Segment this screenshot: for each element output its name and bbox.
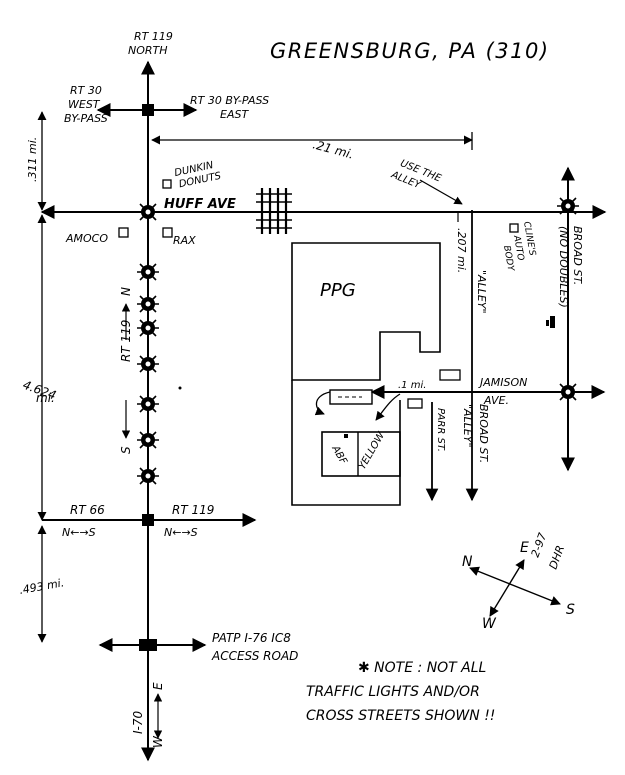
- svg-text:RT 119: RT 119: [119, 320, 133, 362]
- abf-door: [344, 434, 348, 438]
- huff-ave-label: HUFF AVE: [164, 197, 236, 212]
- rt30-east-label: RT 30 BY-PASS EAST: [190, 94, 269, 121]
- patp-signal: [139, 639, 157, 651]
- clines-auto-body-marker: [509, 223, 519, 233]
- svg-text:ACCESS ROAD: ACCESS ROAD: [211, 649, 298, 663]
- traffic-light-huff: [136, 200, 160, 224]
- svg-text:(NO DOUBLES): (NO DOUBLES): [557, 226, 570, 308]
- svg-text:"ALLEY": "ALLEY": [461, 404, 474, 448]
- svg-text:RT 119: RT 119: [134, 30, 173, 43]
- lot-entry-arrow-2: [375, 393, 401, 421]
- building-sketch-icon: [546, 316, 555, 328]
- rax-label: RAX: [173, 234, 196, 247]
- compass-rose: N E S W 2-97 DHR: [462, 531, 575, 632]
- traffic-light-4: [136, 352, 160, 376]
- svg-text:EAST: EAST: [220, 108, 249, 121]
- svg-text:BODY: BODY: [501, 245, 516, 274]
- lot-entry-arrow-1: [314, 391, 331, 416]
- broad-st-alley-label: BROAD ST. "ALLEY": [461, 404, 490, 463]
- traffic-light-5: [136, 392, 160, 416]
- rt66-signal: [142, 514, 154, 526]
- svg-text:RT 30 BY-PASS: RT 30 BY-PASS: [190, 94, 269, 107]
- rt119-direction: N←→S: [164, 526, 198, 539]
- compass-n: N: [462, 554, 473, 570]
- svg-text:.207 mi.: .207 mi.: [455, 228, 468, 273]
- svg-text:S: S: [119, 446, 133, 454]
- small-building-3: [407, 398, 423, 409]
- svg-text:BROAD ST.: BROAD ST.: [477, 404, 490, 463]
- traffic-light-2: [136, 292, 160, 316]
- ppg-label: PPG: [320, 280, 356, 301]
- small-building-1: [329, 389, 373, 405]
- compass-e: E: [520, 540, 529, 556]
- svg-text:BROAD ST.: BROAD ST.: [571, 226, 584, 285]
- small-building-2: [439, 369, 461, 381]
- svg-text:"ALLEY": "ALLEY": [475, 270, 488, 314]
- dist-21-label: .21 mi.: [311, 137, 355, 161]
- patp-label: PATP I-76 IC8 ACCESS ROAD: [211, 631, 298, 663]
- rt30-signal: [142, 104, 154, 116]
- rt119-side-label: RT 119 N S: [119, 287, 133, 454]
- dist-4624-label: 4.624 mi.: [21, 378, 58, 405]
- svg-text:WEST: WEST: [68, 98, 101, 111]
- abf-label: ABF: [329, 443, 349, 466]
- rt66-direction: N←→S: [62, 526, 96, 539]
- svg-text:BY-PASS: BY-PASS: [64, 112, 108, 125]
- svg-text:mi.: mi.: [36, 391, 55, 405]
- map-note: ✱ NOTE : NOT ALL TRAFFIC LIGHTS AND/OR C…: [306, 660, 495, 724]
- compass-s: S: [566, 602, 575, 618]
- dunkin-donuts-marker: [162, 179, 172, 189]
- svg-text:TRAFFIC LIGHTS AND/OR: TRAFFIC LIGHTS AND/OR: [306, 684, 480, 700]
- compass-w: W: [482, 616, 497, 632]
- abf-yellow-building: [321, 431, 401, 477]
- dist-311-label: .311 mi.: [26, 137, 39, 182]
- yellow-label: YELLOW: [357, 430, 388, 472]
- traffic-light-6: [136, 428, 160, 452]
- parr-st-label: PARR ST.: [435, 408, 446, 452]
- svg-text:I-70: I-70: [131, 710, 145, 734]
- railroad-tracks: [256, 188, 292, 234]
- compass-stamp-date: 2-97: [529, 531, 550, 559]
- rt30-west-label: RT 30 WEST BY-PASS: [64, 84, 108, 125]
- svg-text:✱ NOTE : NOT ALL: ✱ NOTE : NOT ALL: [358, 660, 486, 676]
- broad-st-label: BROAD ST. (NO DOUBLES): [557, 226, 584, 308]
- use-the-alley-label: USE THE ALLEY: [389, 158, 444, 191]
- map-dot: [178, 386, 182, 390]
- compass-stamp-initials: DHR: [547, 544, 568, 571]
- lower-lot: [291, 380, 401, 506]
- rt66-label: RT 66: [70, 503, 105, 517]
- alley-label: "ALLEY" .207 mi.: [455, 228, 488, 314]
- traffic-light-broad-jamison: [556, 380, 580, 404]
- rt119-lower-label: RT 119: [172, 503, 214, 517]
- amoco-marker: [118, 227, 129, 238]
- map-title: GREENSBURG, PA (310): [270, 39, 550, 63]
- rt119-north-label: RT 119 NORTH: [128, 30, 173, 57]
- svg-text:E: E: [151, 682, 165, 690]
- traffic-light-1: [136, 260, 160, 284]
- dunkin-donuts-label: DUNKIN DONUTS: [174, 160, 223, 190]
- svg-text:NORTH: NORTH: [128, 44, 168, 57]
- svg-text:AVE.: AVE.: [483, 394, 509, 407]
- amoco-label: AMOCO: [65, 232, 108, 245]
- svg-text:AUTO: AUTO: [511, 234, 525, 262]
- traffic-light-3: [136, 316, 160, 340]
- alley-pointer-arrow: [419, 179, 463, 205]
- jamison-ave-label: JAMISON AVE.: [478, 376, 527, 407]
- dist-1-label: .1 mi.: [398, 380, 426, 391]
- svg-text:JAMISON: JAMISON: [478, 376, 527, 389]
- rax-marker: [162, 227, 173, 238]
- traffic-light-7: [136, 464, 160, 488]
- svg-text:N: N: [119, 287, 133, 296]
- svg-text:CROSS STREETS SHOWN !!: CROSS STREETS SHOWN !!: [306, 708, 495, 724]
- traffic-light-broad-huff: [556, 194, 580, 218]
- ppg-building: [291, 242, 441, 381]
- svg-text:RT 30: RT 30: [70, 84, 102, 97]
- clines-auto-body-label: CLINE'S AUTO BODY: [501, 221, 537, 274]
- svg-text:PATP I-76 IC8: PATP I-76 IC8: [212, 631, 291, 645]
